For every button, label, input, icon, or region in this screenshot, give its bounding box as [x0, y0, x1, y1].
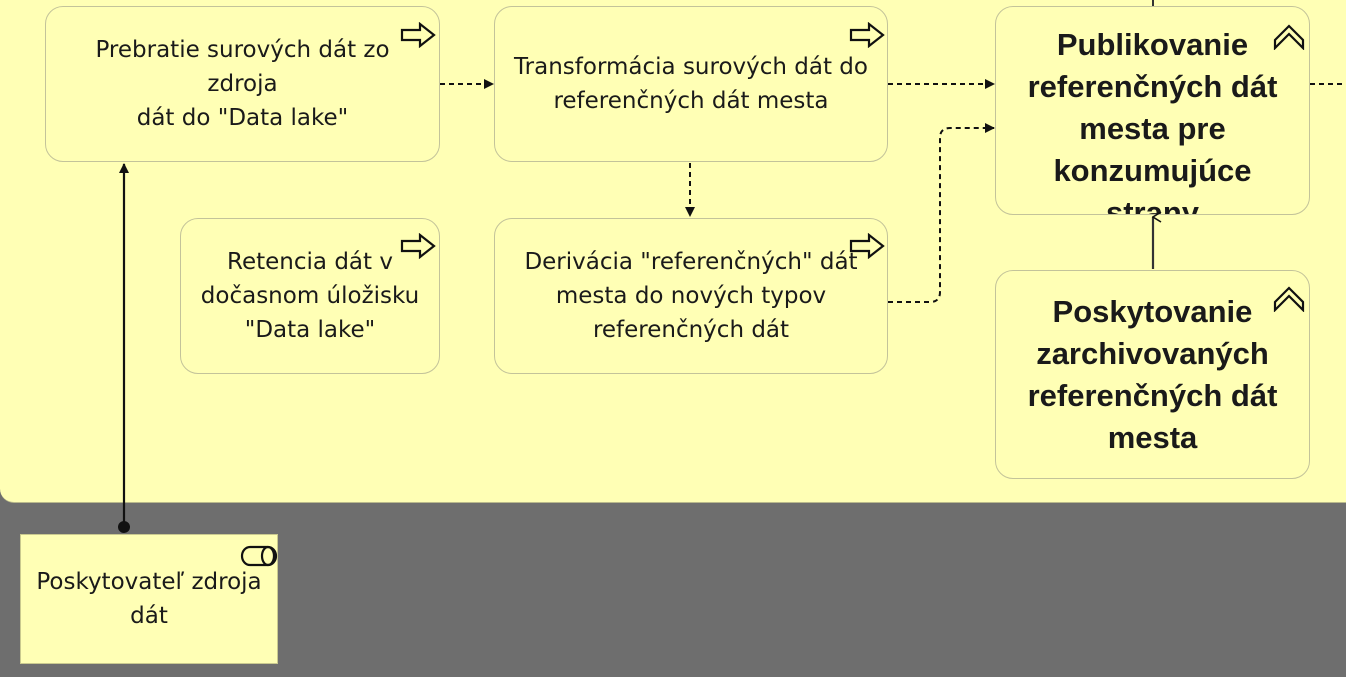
service-poskytovanie[interactable]: Poskytovanie zarchivovaných referenčných…	[995, 270, 1310, 479]
process-retencia[interactable]: Retencia dát v dočasnom úložisku "Data l…	[180, 218, 440, 374]
arrow-right-icon	[849, 232, 885, 263]
service-publikovanie-label: Publikovanie referenčných dát mesta pre …	[1027, 26, 1278, 215]
role-cylinder-icon	[240, 544, 278, 572]
link-assignment-dot	[118, 521, 130, 533]
arrow-right-icon	[849, 21, 885, 52]
arrow-right-icon	[400, 232, 436, 263]
service-publikovanie[interactable]: Publikovanie referenčných dát mesta pre …	[995, 6, 1310, 215]
role-poskytovatel[interactable]: Poskytovateľ zdroja dát	[20, 534, 278, 664]
chevron-up-icon	[1272, 280, 1306, 316]
role-poskytovatel-label: Poskytovateľ zdroja dát	[36, 569, 262, 629]
process-derivacia-label: Derivácia "referenčných" dát mesta do no…	[524, 249, 858, 343]
process-retencia-label: Retencia dát v dočasnom úložisku "Data l…	[200, 249, 420, 343]
process-prebratie[interactable]: Prebratie surových dát zo zdroja dát do …	[45, 6, 440, 162]
service-poskytovanie-label: Poskytovanie zarchivovaných referenčných…	[1027, 293, 1278, 455]
arrow-right-icon	[400, 21, 436, 52]
process-derivacia[interactable]: Derivácia "referenčných" dát mesta do no…	[494, 218, 888, 374]
process-transformacia[interactable]: Transformácia surových dát do referenčný…	[494, 6, 888, 162]
process-prebratie-label: Prebratie surových dát zo zdroja dát do …	[95, 37, 390, 131]
chevron-up-icon	[1272, 18, 1306, 54]
process-transformacia-label: Transformácia surových dát do referenčný…	[514, 54, 868, 114]
